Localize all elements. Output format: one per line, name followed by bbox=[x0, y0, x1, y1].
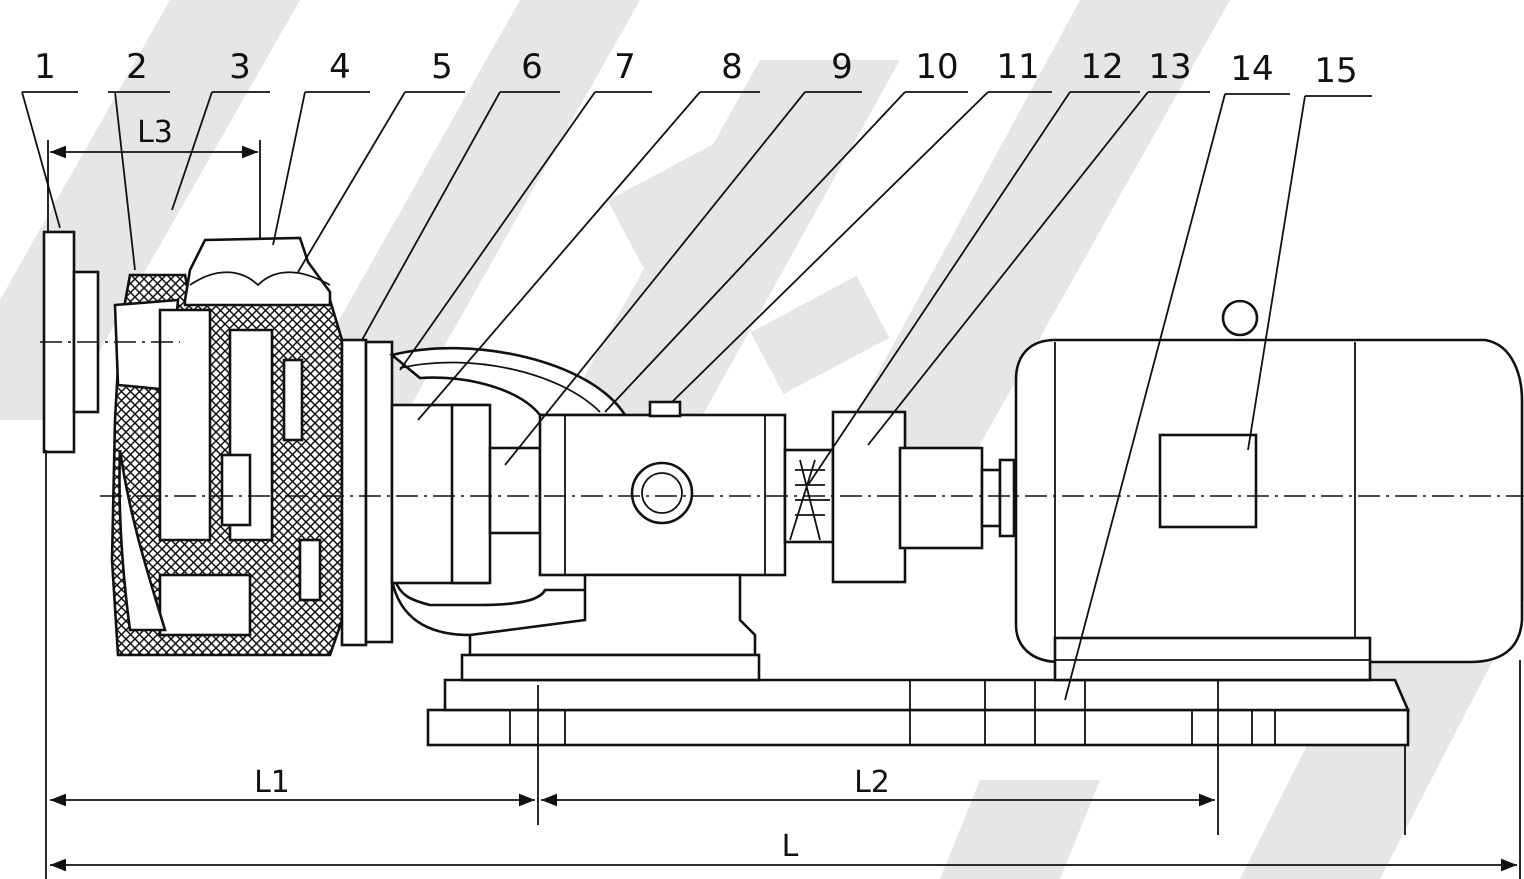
callout-7: 7 bbox=[614, 47, 636, 87]
callout-9: 9 bbox=[831, 47, 853, 87]
callout-8: 8 bbox=[721, 47, 743, 87]
center-lines bbox=[40, 341, 1524, 497]
callout-12: 12 bbox=[1080, 47, 1123, 87]
dimension-lines bbox=[45, 140, 1521, 879]
bearing-bracket bbox=[389, 346, 787, 682]
callout-14: 14 bbox=[1230, 49, 1273, 89]
callout-15: 15 bbox=[1314, 51, 1357, 91]
callout-5: 5 bbox=[431, 47, 453, 87]
callout-4: 4 bbox=[329, 47, 351, 87]
baseplate bbox=[426, 678, 1410, 747]
electric-motor bbox=[1014, 299, 1524, 682]
callout-10: 10 bbox=[915, 47, 958, 87]
callout-1: 1 bbox=[34, 47, 56, 87]
dimension-l2: L2 bbox=[854, 765, 890, 800]
pump-casing bbox=[110, 236, 344, 657]
callout-2: 2 bbox=[126, 47, 148, 87]
callout-6: 6 bbox=[521, 47, 543, 87]
dimension-labels: L3 L1 L2 L bbox=[137, 115, 890, 864]
callout-11: 11 bbox=[996, 47, 1039, 87]
callout-13: 13 bbox=[1148, 47, 1191, 87]
backplate bbox=[340, 338, 394, 647]
leader-lines bbox=[21, 91, 1372, 701]
dimension-l: L bbox=[782, 829, 799, 864]
dimension-l1: L1 bbox=[254, 765, 290, 800]
dimension-l3: L3 bbox=[137, 115, 173, 150]
callout-labels: 1 2 3 4 5 6 7 8 9 10 11 12 13 14 15 bbox=[34, 47, 1357, 91]
callout-3: 3 bbox=[229, 47, 251, 87]
